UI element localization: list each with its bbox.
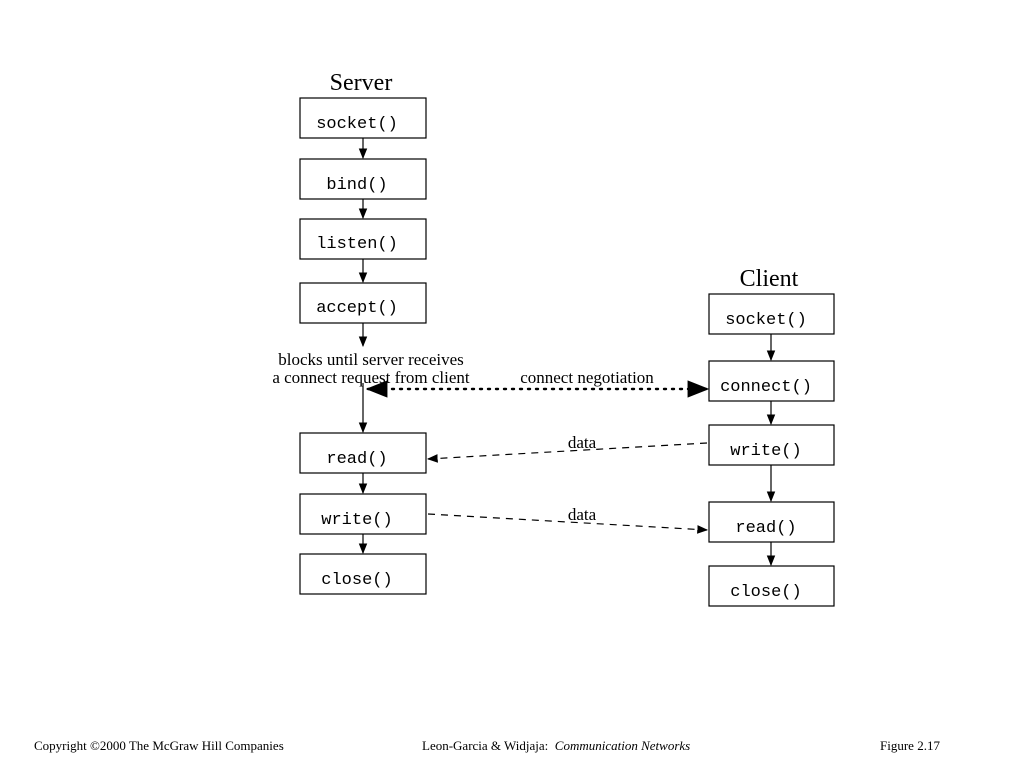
server-socket-label: socket() xyxy=(316,115,398,134)
server-accept-label: accept() xyxy=(316,299,398,318)
connect-negotiation-label: connect negotiation xyxy=(520,368,654,387)
server-listen-label: listen() xyxy=(316,235,398,254)
server-write-label: write() xyxy=(321,511,392,530)
client-connect-label: connect() xyxy=(720,378,812,397)
client-title: Client xyxy=(740,266,799,292)
client-close-label: close() xyxy=(730,583,801,602)
server-close-box: close() xyxy=(299,553,427,595)
client-socket-box: socket() xyxy=(708,293,835,335)
server-accept-box: accept() xyxy=(299,282,427,324)
server-write-box: write() xyxy=(299,493,427,535)
server-close-label: close() xyxy=(321,571,392,590)
server-bind-box: bind() xyxy=(299,158,427,200)
server-read-box: read() xyxy=(299,432,427,474)
server-bind-label: bind() xyxy=(326,176,387,195)
client-read-label: read() xyxy=(735,519,796,538)
data-label-to-client: data xyxy=(568,505,597,524)
server-socket-box: socket() xyxy=(299,97,427,139)
server-listen-box: listen() xyxy=(299,218,427,260)
blocks-note-line2: a connect request from client xyxy=(272,368,470,387)
server-title: Server xyxy=(330,70,393,96)
server-read-label: read() xyxy=(326,450,387,469)
client-connect-box: connect() xyxy=(708,360,835,402)
footer-figure-number: Figure 2.17 xyxy=(880,738,940,753)
footer-citation: Leon-Garcia & Widjaja: Communication Net… xyxy=(422,738,690,754)
client-socket-label: socket() xyxy=(725,311,807,330)
footer-authors: Leon-Garcia & Widjaja: xyxy=(422,738,549,753)
footer-book-title: Communication Networks xyxy=(554,738,691,753)
client-close-box: close() xyxy=(708,565,835,607)
client-write-box: write() xyxy=(708,424,835,466)
blocks-note-line1: blocks until server receives xyxy=(278,350,464,369)
client-read-box: read() xyxy=(708,501,835,543)
footer-copyright: Copyright ©2000 The McGraw Hill Companie… xyxy=(34,738,284,753)
client-write-label: write() xyxy=(730,442,801,461)
data-label-to-server: data xyxy=(568,433,597,452)
